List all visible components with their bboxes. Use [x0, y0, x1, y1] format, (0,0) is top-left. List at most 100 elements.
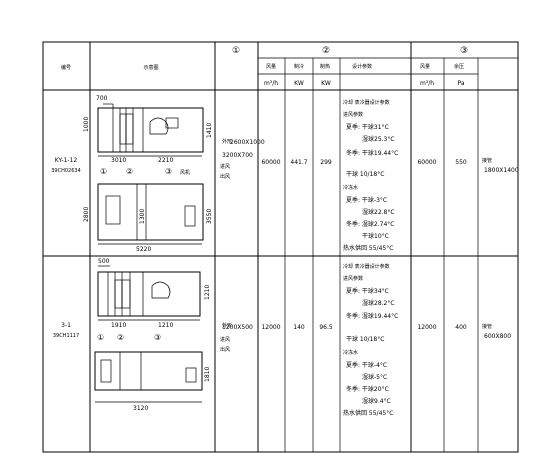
row2-spec-label: 外形 [222, 322, 232, 329]
row1-spec-line1: 2600X1000 [230, 139, 265, 146]
row-1: KY-1-12 39CH02634 700 1000 1410 3010 221… [51, 95, 519, 253]
row1-air: 60000 [261, 159, 280, 166]
row2-dim-500: 500 [98, 258, 110, 265]
row1-tail-value: 1800X1400 [484, 167, 519, 174]
header-pressure: 余压 [454, 63, 464, 70]
svg-text:夏季: 干球-4°C: 夏季: 干球-4°C [346, 361, 387, 369]
row2-spec-line1: 1200X500 [222, 324, 253, 331]
row1-plan-view: 700 1000 1410 3010 2210 ① ② ③ 风机 [83, 95, 213, 176]
row1-dim-2210: 2210 [158, 157, 173, 164]
header-diagram: 示意图 [143, 64, 158, 71]
row1-fan-label: 风机 [180, 169, 190, 176]
svg-text:冬季: 干球19.44°C: 冬季: 干球19.44°C [346, 149, 398, 157]
row2-tail-value: 600X800 [484, 333, 511, 340]
svg-text:进风参数: 进风参数 [343, 275, 363, 282]
header-group1: ① [232, 46, 240, 56]
row2-pressure: 400 [455, 324, 467, 331]
svg-text:冷冻水: 冷冻水 [343, 184, 358, 191]
row1-dim-1300: 1300 [139, 209, 146, 224]
header-cool: 制冷 [294, 63, 304, 70]
svg-text:夏季: 干球31°C: 夏季: 干球31°C [346, 123, 389, 131]
row1-cool: 441.7 [290, 159, 307, 166]
row1-air3: 60000 [417, 159, 436, 166]
svg-text:夏季: 干球34°C: 夏季: 干球34°C [346, 287, 389, 295]
row2-code: 3-1 [61, 322, 71, 329]
header-unit-kw1: KW [294, 80, 304, 87]
header-group3: ③ [460, 46, 468, 56]
svg-text:冬季: 湿球2.74°C: 冬季: 湿球2.74°C [346, 220, 394, 228]
row2-plan-view: 500 1210 1910 1210 ① ② ③ [97, 258, 211, 342]
row1-tail-label: 接管 [482, 157, 492, 164]
row2-model: 39CH1117 [53, 333, 79, 339]
row2-circle-2: ② [117, 333, 124, 342]
row1-dim-3550: 3550 [206, 209, 213, 224]
svg-text:进风参数: 进风参数 [343, 111, 363, 118]
row1-model: 39CH02634 [51, 168, 81, 174]
row2-dim-3120: 3120 [133, 405, 148, 412]
header-unit-air3: m³/h [420, 80, 434, 87]
row1-spec-line2: 3200X700 [222, 152, 253, 159]
header-no: 编号 [61, 64, 71, 71]
row1-dim-1000: 1000 [83, 117, 90, 132]
row1-dim-5220: 5220 [136, 246, 151, 253]
svg-text:冷冻水: 冷冻水 [343, 349, 358, 356]
header-heat: 制热 [320, 63, 330, 70]
row2-spec-extra1: 进风 [220, 336, 230, 343]
row2-circle-1: ① [97, 333, 104, 342]
svg-text:湿球28.2°C: 湿球28.2°C [362, 299, 395, 307]
row2-cool: 140 [293, 324, 305, 331]
header-unit-pa: Pa [457, 80, 464, 87]
svg-text:冷却 表冷器设计参数: 冷却 表冷器设计参数 [343, 99, 390, 106]
svg-text:热水供回 55/45°C: 热水供回 55/45°C [343, 244, 393, 252]
svg-text:湿球-5°C: 湿球-5°C [362, 373, 387, 381]
row2-tail-label: 接管 [482, 323, 492, 330]
svg-text:干球 10/18°C: 干球 10/18°C [346, 335, 384, 343]
table-header: 编号 示意图 ① ② ③ 风量 制冷 制热 设计参数 风量 余压 m³/h KW… [61, 46, 468, 87]
row2-heat: 96.5 [319, 324, 333, 331]
header-params: 设计参数 [352, 63, 372, 70]
table-grid [42, 41, 519, 453]
header-air3: 风量 [420, 63, 430, 70]
svg-text:冬季: 干球20°C: 冬季: 干球20°C [346, 385, 389, 393]
row2-dim-1910: 1910 [111, 322, 126, 329]
row1-params: 冷却 表冷器设计参数 进风参数 夏季: 干球31°C 湿球25.3°C 冬季: … [343, 99, 398, 252]
row1-code: KY-1-12 [55, 157, 78, 164]
row2-dim-1810: 1810 [204, 367, 211, 382]
header-unit-air: m³/h [264, 80, 278, 87]
row1-heat: 299 [320, 159, 332, 166]
row2-elevation-view: 1810 3120 [94, 351, 211, 412]
row1-spec-extra2: 出风 [220, 173, 230, 180]
row2-dim-1210: 1210 [204, 285, 211, 300]
svg-text:热水供回 55/45°C: 热水供回 55/45°C [343, 409, 393, 417]
svg-text:冷却 表冷器设计参数: 冷却 表冷器设计参数 [343, 263, 390, 270]
row2-dim-1210b: 1210 [158, 322, 173, 329]
row1-dim-2800: 2800 [83, 207, 90, 222]
row2-air: 12000 [261, 324, 280, 331]
row1-spec-extra1: 进风 [220, 163, 230, 170]
row1-circle-1: ① [100, 167, 107, 176]
header-air: 风量 [266, 63, 276, 70]
row1-dim-700: 700 [96, 95, 108, 102]
svg-text:冬季: 湿球19.44°C: 冬季: 湿球19.44°C [346, 312, 398, 320]
row1-circle-3: ③ [165, 167, 172, 176]
row2-circle-3: ③ [154, 333, 161, 342]
row1-circle-2: ② [126, 167, 133, 176]
header-unit-kw2: KW [321, 80, 331, 87]
svg-text:湿球9.4°C: 湿球9.4°C [362, 397, 391, 405]
svg-text:干球 10/18°C: 干球 10/18°C [346, 170, 384, 178]
row2-spec-extra2: 出风 [220, 346, 230, 353]
svg-text:湿球25.3°C: 湿球25.3°C [362, 135, 395, 143]
row1-elevation-view: 2800 1300 3550 5220 [83, 183, 213, 253]
svg-text:湿球22.8°C: 湿球22.8°C [362, 208, 395, 216]
row1-spec-label: 外形 [222, 138, 232, 145]
row2-params: 冷却 表冷器设计参数 进风参数 夏季: 干球34°C 湿球28.2°C 冬季: … [343, 263, 398, 417]
svg-text:干球10°C: 干球10°C [362, 232, 389, 240]
svg-text:夏季: 干球-3°C: 夏季: 干球-3°C [346, 196, 387, 204]
header-group2: ② [322, 46, 330, 56]
row1-dim-1410: 1410 [206, 123, 213, 138]
row-2: 3-1 39CH1117 500 1210 1910 1210 ① ② ③ [53, 258, 511, 417]
row1-pressure: 550 [455, 159, 467, 166]
row2-air3: 12000 [417, 324, 436, 331]
row1-dim-3010: 3010 [111, 157, 126, 164]
